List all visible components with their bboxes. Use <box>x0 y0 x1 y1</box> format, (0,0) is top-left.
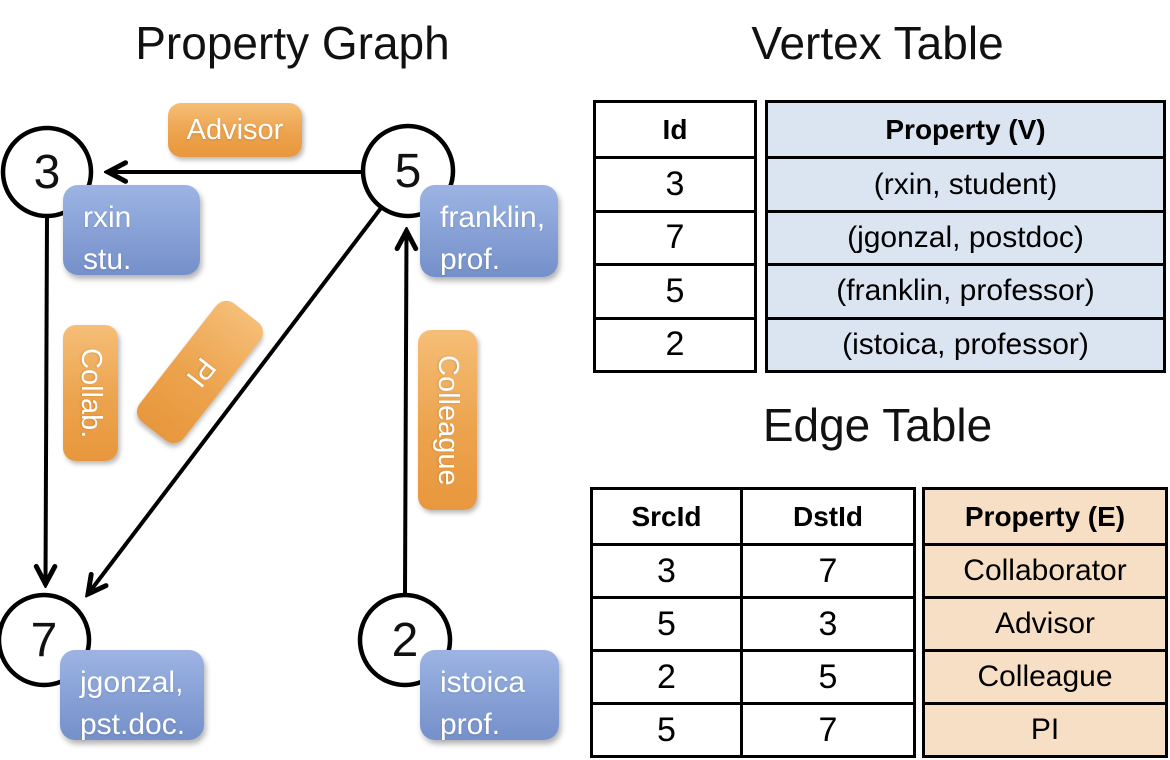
edge-table-property-cell: Advisor <box>925 596 1165 649</box>
edge-table-property-column: Property (E) Collaborator Advisor Collea… <box>922 487 1168 758</box>
edge-table-header-property: Property (E) <box>964 500 1126 532</box>
edge-label-advisor: Advisor <box>168 103 302 157</box>
edge-collaborator-arrow-3-to-7 <box>46 216 48 584</box>
vertex-property-box-rxin: rxin stu. <box>63 185 200 276</box>
edge-label-colleague: Colleague <box>418 330 477 510</box>
vertex-property-line: pst.doc. <box>80 708 186 741</box>
edge-table-title: Edge Table <box>762 399 993 451</box>
vertex-table-id-cell: 7 <box>596 209 754 263</box>
vertex-property-line: stu. <box>83 243 132 276</box>
vertex-table-id-cell: 5 <box>596 263 754 316</box>
edge-pi-arrow-5-to-7 <box>88 206 383 594</box>
vertex-table-property-cell: (rxin, student) <box>768 156 1163 209</box>
edge-table-dst-cell: 5 <box>740 649 913 702</box>
edge-label-pi-text: PI <box>179 351 222 393</box>
edge-table-src-cell: 5 <box>593 596 740 649</box>
vertex-property-box-franklin: franklin, prof. <box>420 185 558 277</box>
vertex-table-property-cell: (istoica, professor) <box>768 316 1163 370</box>
vertex-property-box-istoica: istoica prof. <box>420 650 559 741</box>
vertex-property-line: rxin <box>83 201 132 234</box>
edge-table-src-cell: 2 <box>593 649 740 702</box>
property-graph-title: Property Graph <box>135 17 450 69</box>
edge-table-src-cell: 5 <box>593 702 740 755</box>
property-graph-canvas <box>0 123 456 688</box>
vertex-property-line: prof. <box>440 243 501 276</box>
vertex-table-id-cell: 3 <box>596 156 754 209</box>
vertex-table-header-id: Id <box>662 113 688 145</box>
vertex-table-title: Vertex Table <box>751 17 1004 69</box>
edge-table-dst-cell: 7 <box>740 543 913 596</box>
edge-label-colleague-text: Colleague <box>432 354 464 486</box>
vertex-id-3: 3 <box>33 145 61 199</box>
vertex-property-box-jgonzal: jgonzal, pst.doc. <box>60 650 204 741</box>
edge-table-dst-cell: 7 <box>740 702 913 755</box>
vertex-table-property-column: Property (V) (rxin, student) (jgonzal, p… <box>765 100 1166 373</box>
vertex-table-property-cell: (jgonzal, postdoc) <box>768 209 1163 263</box>
edge-table-src-dst-columns: SrcId DstId 3 7 5 3 2 5 5 7 <box>590 487 916 758</box>
edge-table-header-dstid: DstId <box>740 490 913 543</box>
edge-colleague-arrow-2-to-5 <box>405 231 407 594</box>
edge-table-header-srcid: SrcId <box>631 500 702 532</box>
edge-label-collaborator-text: Collab. <box>75 347 107 439</box>
vertex-table-id-cell: 2 <box>596 316 754 370</box>
edge-table-property-cell: Colleague <box>925 649 1165 702</box>
vertex-id-7: 7 <box>30 613 58 667</box>
edge-table-property-cell: Collaborator <box>925 543 1165 596</box>
edge-label-collaborator: Collab. <box>63 325 118 461</box>
vertex-id-5: 5 <box>394 144 422 198</box>
vertex-property-line: franklin, <box>440 201 546 234</box>
vertex-property-line: jgonzal, <box>80 666 184 699</box>
vertex-table-property-cell: (franklin, professor) <box>768 263 1163 316</box>
vertex-property-line: prof. <box>440 708 501 741</box>
vertex-id-2: 2 <box>391 613 419 667</box>
edge-table-dst-cell: 3 <box>740 596 913 649</box>
edge-table-src-cell: 3 <box>593 543 740 596</box>
vertex-table-id-column: Id 3 7 5 2 <box>593 100 757 373</box>
edge-table-property-cell: PI <box>925 702 1165 755</box>
edge-label-advisor-text: Advisor <box>186 113 284 146</box>
vertex-property-line: istoica <box>440 666 526 699</box>
vertex-table-header-property: Property (V) <box>885 113 1046 145</box>
